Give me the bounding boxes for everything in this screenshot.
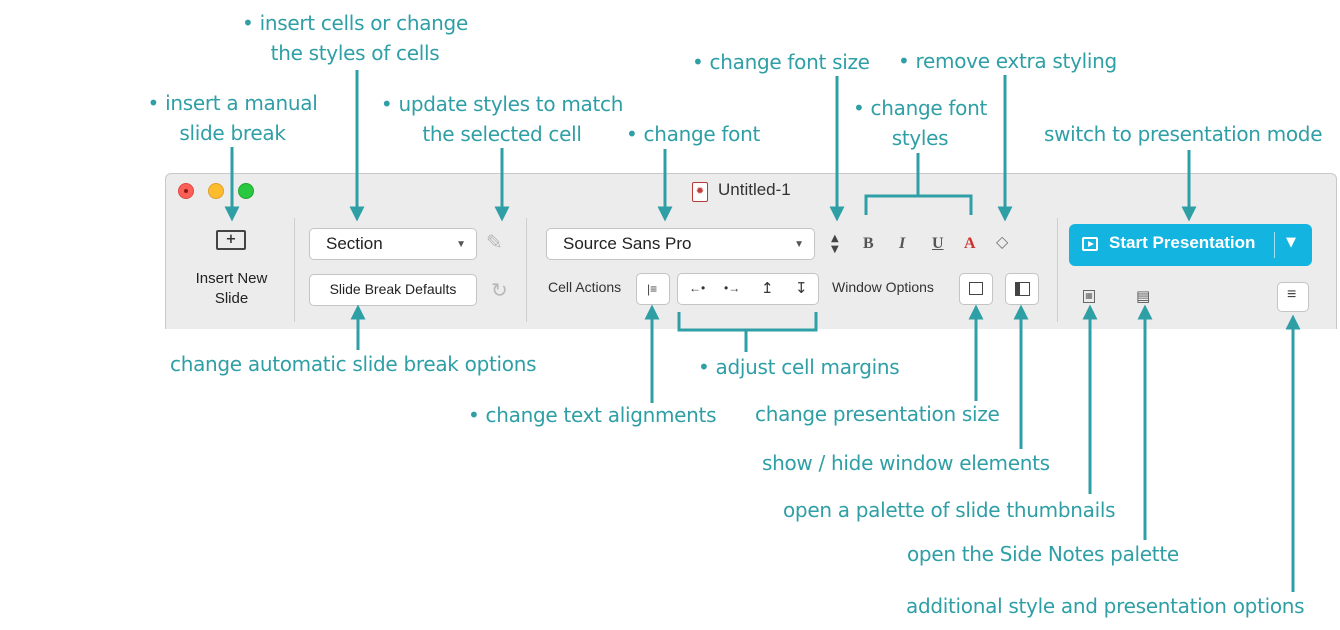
chevron-down-icon: ▼	[794, 239, 804, 250]
annotation-text-alignments: • change text alignments	[468, 403, 717, 427]
titlebar: ✹ Untitled-1	[166, 174, 1336, 208]
window-elements-button[interactable]	[1005, 273, 1039, 305]
window-title: Untitled-1	[718, 180, 791, 199]
menu-icon: ≡	[1287, 286, 1297, 303]
insert-new-slide-label: Insert New Slide	[195, 270, 268, 307]
annotation-presentation-mode: switch to presentation mode	[1044, 122, 1323, 146]
annotation-additional-options: additional style and presentation option…	[906, 594, 1305, 618]
italic-button[interactable]: I	[899, 235, 906, 252]
style-select-value: Section	[326, 234, 383, 253]
play-icon	[1082, 237, 1098, 251]
annotation-change-font: • change font	[626, 122, 761, 146]
annotation-change-font-size: • change font size	[692, 50, 870, 74]
annotation-window-elements: show / hide window elements	[762, 451, 1050, 475]
insert-slide-icon: +	[216, 230, 246, 250]
annotation-presentation-size: change presentation size	[755, 402, 1000, 426]
toolbar-divider	[294, 218, 295, 322]
text-color-button[interactable]: A	[964, 235, 976, 252]
reset-icon[interactable]: ↻	[491, 278, 508, 302]
margin-down-icon[interactable]: ↧	[795, 280, 808, 297]
cell-actions-label: Cell Actions	[548, 279, 622, 295]
close-window-button[interactable]	[178, 183, 194, 199]
margin-right-icon[interactable]: •→	[724, 281, 741, 295]
annotation-font-styles: • change font styles	[852, 96, 987, 150]
app-window: ✹ Untitled-1 + Insert New Slide Section …	[165, 173, 1337, 329]
start-presentation-label: Start Presentation	[1109, 233, 1256, 252]
menu-button[interactable]: ≡	[1277, 282, 1309, 312]
annotation-slide-thumbnails: open a palette of slide thumbnails	[783, 498, 1116, 522]
style-select[interactable]: Section ▼	[309, 228, 477, 260]
presentation-size-button[interactable]	[959, 273, 993, 305]
update-style-icon[interactable]: ✎	[486, 230, 503, 254]
font-size-stepper-icon[interactable]: ▲▼	[831, 233, 839, 255]
zoom-window-button[interactable]	[238, 183, 254, 199]
toolbar-divider	[1057, 218, 1058, 322]
underline-button[interactable]: U	[932, 235, 944, 252]
font-select[interactable]: Source Sans Pro ▼	[546, 228, 815, 260]
toolbar-divider	[526, 218, 527, 322]
chevron-down-icon: ▼	[456, 239, 466, 250]
button-separator	[1274, 232, 1275, 258]
insert-new-slide-button[interactable]: + Insert New Slide	[184, 226, 279, 308]
margin-left-icon[interactable]: ←•	[689, 281, 706, 295]
annotation-cell-margins: • adjust cell margins	[698, 355, 900, 379]
annotation-insert-cells: • insert cells or change the styles of c…	[242, 11, 468, 65]
start-presentation-button[interactable]: Start Presentation ▼	[1069, 224, 1312, 266]
annotation-remove-styling: • remove extra styling	[898, 49, 1117, 73]
eraser-icon[interactable]: ◇	[996, 232, 1009, 251]
font-select-value: Source Sans Pro	[563, 234, 692, 253]
text-align-icon: |≡	[647, 282, 658, 296]
bold-button[interactable]: B	[863, 235, 874, 252]
annotation-update-styles: • update styles to match the selected ce…	[380, 92, 624, 146]
cell-margins-group: ←• •→ ↥ ↧	[677, 273, 819, 305]
slide-thumbnails-icon[interactable]: ▦	[1083, 290, 1095, 303]
annotation-side-notes: open the Side Notes palette	[907, 542, 1179, 566]
side-notes-icon[interactable]: ▤	[1136, 287, 1151, 305]
window-elements-icon	[1015, 282, 1030, 296]
minimize-window-button[interactable]	[208, 183, 224, 199]
text-align-button[interactable]: |≡	[636, 273, 670, 305]
window-options-label: Window Options	[832, 279, 934, 295]
document-icon: ✹	[692, 182, 708, 202]
slide-break-defaults-button[interactable]: Slide Break Defaults	[309, 274, 477, 306]
annotation-manual-break: • insert a manual slide break	[147, 91, 318, 145]
presentation-size-icon	[969, 282, 983, 295]
margin-up-icon[interactable]: ↥	[761, 280, 774, 297]
annotation-auto-break: change automatic slide break options	[170, 352, 537, 376]
chevron-down-icon[interactable]: ▼	[1286, 235, 1296, 250]
